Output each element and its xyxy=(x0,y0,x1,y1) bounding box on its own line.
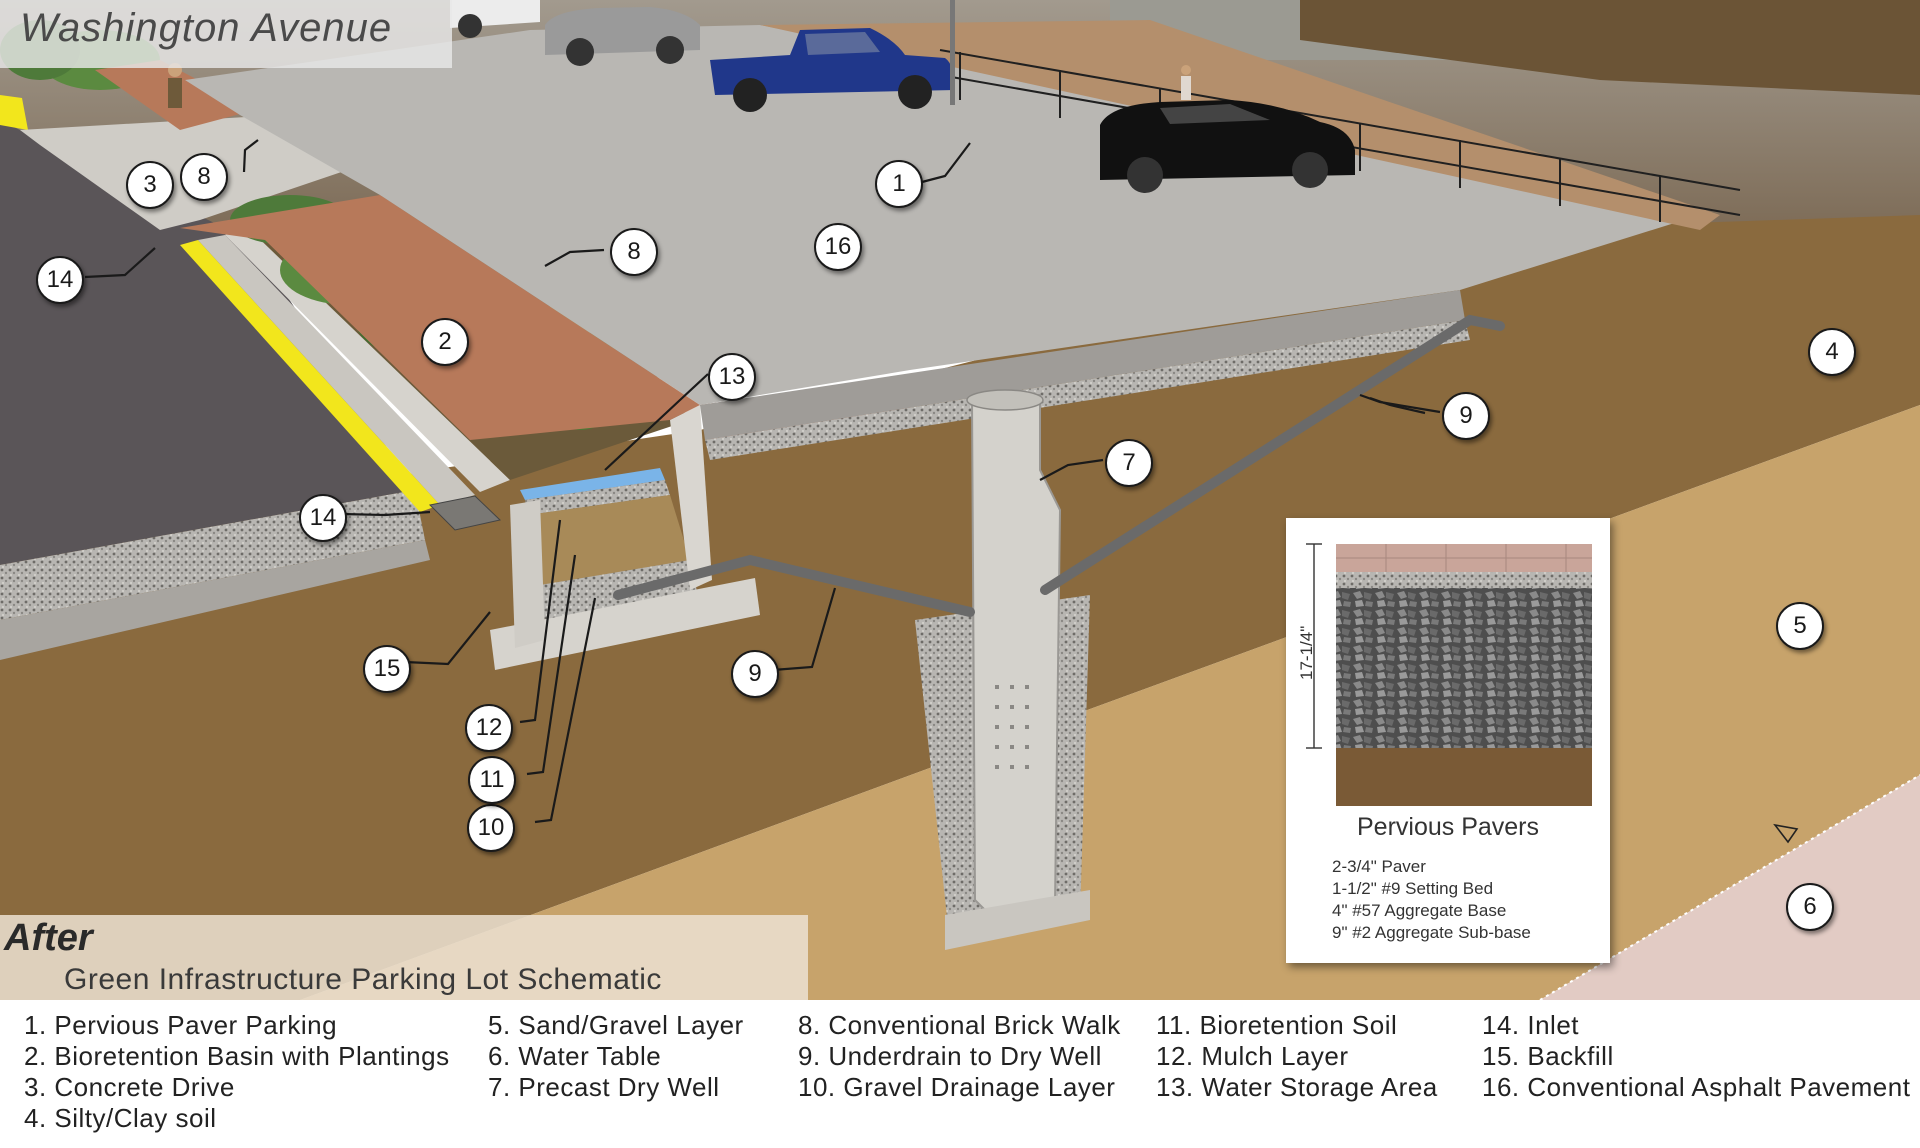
legend-item: 16. Conventional Asphalt Pavement xyxy=(1482,1072,1911,1102)
page-subtitle: Green Infrastructure Parking Lot Schemat… xyxy=(64,963,662,996)
earth-slope-background xyxy=(1300,0,1920,95)
leader-lines xyxy=(84,139,1441,824)
callout-14-bottom: 14 xyxy=(299,494,347,542)
callout-11: 11 xyxy=(468,756,516,804)
legend-item: 13. Water Storage Area xyxy=(1156,1072,1438,1102)
yellow-curb xyxy=(180,240,440,512)
car-blue-pickup xyxy=(710,28,955,112)
basin-wall-right xyxy=(670,405,712,590)
street-label-box: Washington Avenue xyxy=(0,0,452,68)
asphalt-road-base xyxy=(0,540,430,660)
legend-column-5: 14. Inlet 15. Backfill 16. Conventional … xyxy=(1482,1010,1910,1103)
legend-item: 5. Sand/Gravel Layer xyxy=(488,1010,744,1040)
callout-13: 13 xyxy=(708,353,756,401)
legend: 1. Pervious Paver Parking 2. Bioretentio… xyxy=(0,1010,1920,1148)
legend-item: 1. Pervious Paver Parking xyxy=(24,1010,338,1040)
asphalt-road xyxy=(0,120,415,565)
mulch-layer xyxy=(525,480,670,515)
precast-dry-well xyxy=(970,393,1062,917)
inset-layer: 4" #57 Aggregate Base xyxy=(1332,901,1507,920)
car-white xyxy=(450,0,540,38)
cross-section-illustration xyxy=(0,0,1920,1000)
callout-14-top: 14 xyxy=(36,256,84,304)
inset-layer-list: 2-3/4" Paver 1-1/2" #9 Setting Bed 4" #5… xyxy=(1332,856,1531,944)
dry-well-perforations xyxy=(995,685,1029,769)
dry-well-base xyxy=(945,890,1090,950)
callout-2: 2 xyxy=(421,318,469,366)
legend-item: 10. Gravel Drainage Layer xyxy=(798,1072,1116,1102)
callout-7: 7 xyxy=(1105,439,1153,487)
legend-item: 9. Underdrain to Dry Well xyxy=(798,1041,1102,1071)
inlet-grate xyxy=(428,495,502,531)
callout-9-right: 9 xyxy=(1442,392,1490,440)
inset-layer: 9" #2 Aggregate Sub-base xyxy=(1332,923,1531,942)
inset-layer: 1-1/2" #9 Setting Bed xyxy=(1332,879,1494,898)
page-title: After xyxy=(4,917,93,959)
callout-3: 3 xyxy=(126,161,174,209)
callout-5: 5 xyxy=(1776,602,1824,650)
top-curb-yellow xyxy=(0,95,28,130)
underdrain-pipe-left xyxy=(613,554,975,617)
callout-10: 10 xyxy=(467,804,515,852)
inset-layer: 2-3/4" Paver xyxy=(1332,857,1426,876)
legend-item: 12. Mulch Layer xyxy=(1156,1041,1349,1071)
inset-dimension-label: 17-1/4" xyxy=(1297,625,1316,680)
dry-well-lid xyxy=(966,389,1044,411)
callout-12: 12 xyxy=(465,704,513,752)
basin-slab xyxy=(490,578,760,670)
paver-lot-gravel xyxy=(705,320,1470,460)
callout-8-walk: 8 xyxy=(610,228,658,276)
curb-concrete xyxy=(198,235,475,505)
callout-9-left: 9 xyxy=(731,650,779,698)
legend-item: 2. Bioretention Basin with Plantings xyxy=(24,1041,450,1071)
light-pole xyxy=(950,0,955,105)
fence xyxy=(939,49,1741,222)
legend-column-3: 8. Conventional Brick Walk 9. Underdrain… xyxy=(798,1010,1121,1103)
legend-item: 4. Silty/Clay soil xyxy=(24,1103,217,1133)
street-label: Washington Avenue xyxy=(20,6,393,50)
pervious-pavers-inset: Pervious Pavers 2-3/4" Paver 1-1/2" #9 S… xyxy=(1286,518,1610,963)
brick-walk xyxy=(180,195,700,440)
pervious-paver-lot xyxy=(185,25,1700,405)
legend-item: 6. Water Table xyxy=(488,1041,662,1071)
underdrain-pipe-right xyxy=(1040,314,1505,595)
legend-item: 11. Bioretention Soil xyxy=(1156,1010,1398,1040)
callout-16: 16 xyxy=(814,223,862,271)
car-silver xyxy=(545,7,700,66)
schematic-diagram: Washington Avenue 1 2 3 4 5 6 7 8 8 9 9 … xyxy=(0,0,1920,1000)
inset-title: Pervious Pavers xyxy=(1356,813,1540,841)
paver-section-graphic xyxy=(1306,543,1592,806)
pedestrian-2 xyxy=(1181,65,1191,100)
legend-column-2: 5. Sand/Gravel Layer 6. Water Table 7. P… xyxy=(488,1010,744,1103)
legend-column-4: 11. Bioretention Soil 12. Mulch Layer 13… xyxy=(1156,1010,1438,1103)
water-table-marker-icon xyxy=(1773,823,1799,844)
title-box: After Green Infrastructure Parking Lot S… xyxy=(0,915,808,1000)
water-storage-area xyxy=(520,468,665,500)
legend-item: 14. Inlet xyxy=(1482,1010,1580,1040)
callout-6: 6 xyxy=(1786,883,1834,931)
callout-4: 4 xyxy=(1808,328,1856,376)
backfill-wall xyxy=(510,500,545,648)
legend-item: 15. Backfill xyxy=(1482,1041,1614,1071)
bioretention-soil xyxy=(528,495,690,585)
paver-lot-edge xyxy=(700,290,1465,440)
legend-item: 8. Conventional Brick Walk xyxy=(798,1010,1121,1040)
car-black xyxy=(1100,100,1355,193)
legend-column-1: 1. Pervious Paver Parking 2. Bioretentio… xyxy=(24,1010,450,1134)
legend-item: 7. Precast Dry Well xyxy=(488,1072,720,1102)
callout-8-top: 8 xyxy=(180,153,228,201)
pedestrian-1 xyxy=(168,63,182,108)
legend-item: 3. Concrete Drive xyxy=(24,1072,235,1102)
callout-15: 15 xyxy=(363,645,411,693)
callout-1: 1 xyxy=(875,160,923,208)
